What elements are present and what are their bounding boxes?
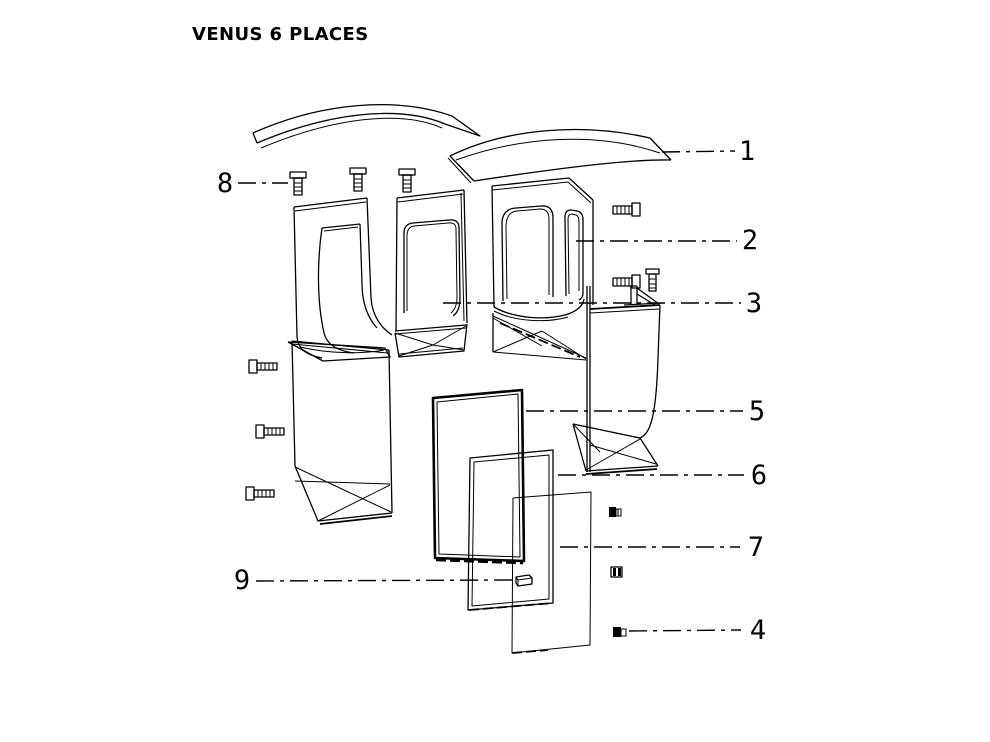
screw-icon-small-1 xyxy=(609,507,622,517)
bolt-icon-left-2 xyxy=(255,424,285,439)
screw-icon-small-2 xyxy=(610,566,623,578)
seat-shell-left xyxy=(287,197,393,362)
bolt-icon-right-upper xyxy=(612,202,641,217)
canopy-left xyxy=(252,104,481,149)
screw-icon-top-middle xyxy=(349,167,367,192)
callout-1: 1 xyxy=(739,136,755,167)
seat-shell-middle xyxy=(394,189,468,358)
screw-icon-bracket xyxy=(645,268,660,292)
callout-8: 8 xyxy=(217,168,233,199)
pedestal-base xyxy=(291,340,393,525)
leader-4 xyxy=(628,629,742,632)
callout-6: 6 xyxy=(751,460,767,491)
callout-4: 4 xyxy=(750,615,766,646)
callout-2: 2 xyxy=(742,225,758,256)
screw-icon-top-left xyxy=(289,171,307,196)
screw-icon-small-3 xyxy=(613,627,627,637)
callout-5: 5 xyxy=(749,396,765,427)
leader-1 xyxy=(661,150,736,153)
panel-5 xyxy=(431,388,526,565)
seat-shell-right xyxy=(491,177,594,361)
bolt-icon-right-lower xyxy=(612,274,641,289)
panel-7 xyxy=(511,491,592,654)
side-panel-right xyxy=(572,286,661,475)
callout-7: 7 xyxy=(748,532,764,563)
clip-part-9 xyxy=(515,574,533,587)
screw-icon-top-right xyxy=(398,168,416,193)
panel-6 xyxy=(467,449,554,611)
leader-lines xyxy=(238,150,744,632)
bolt-icon-left-1 xyxy=(248,359,278,374)
callout-3: 3 xyxy=(746,288,762,319)
callout-9: 9 xyxy=(234,565,250,596)
diagram-title: VENUS 6 PLACES xyxy=(192,24,369,45)
canopy-right xyxy=(447,128,672,184)
leader-9 xyxy=(255,579,513,582)
callout-numbers: 1 2 3 5 6 7 4 8 9 xyxy=(217,136,767,646)
bolt-icon-left-3 xyxy=(245,486,275,501)
